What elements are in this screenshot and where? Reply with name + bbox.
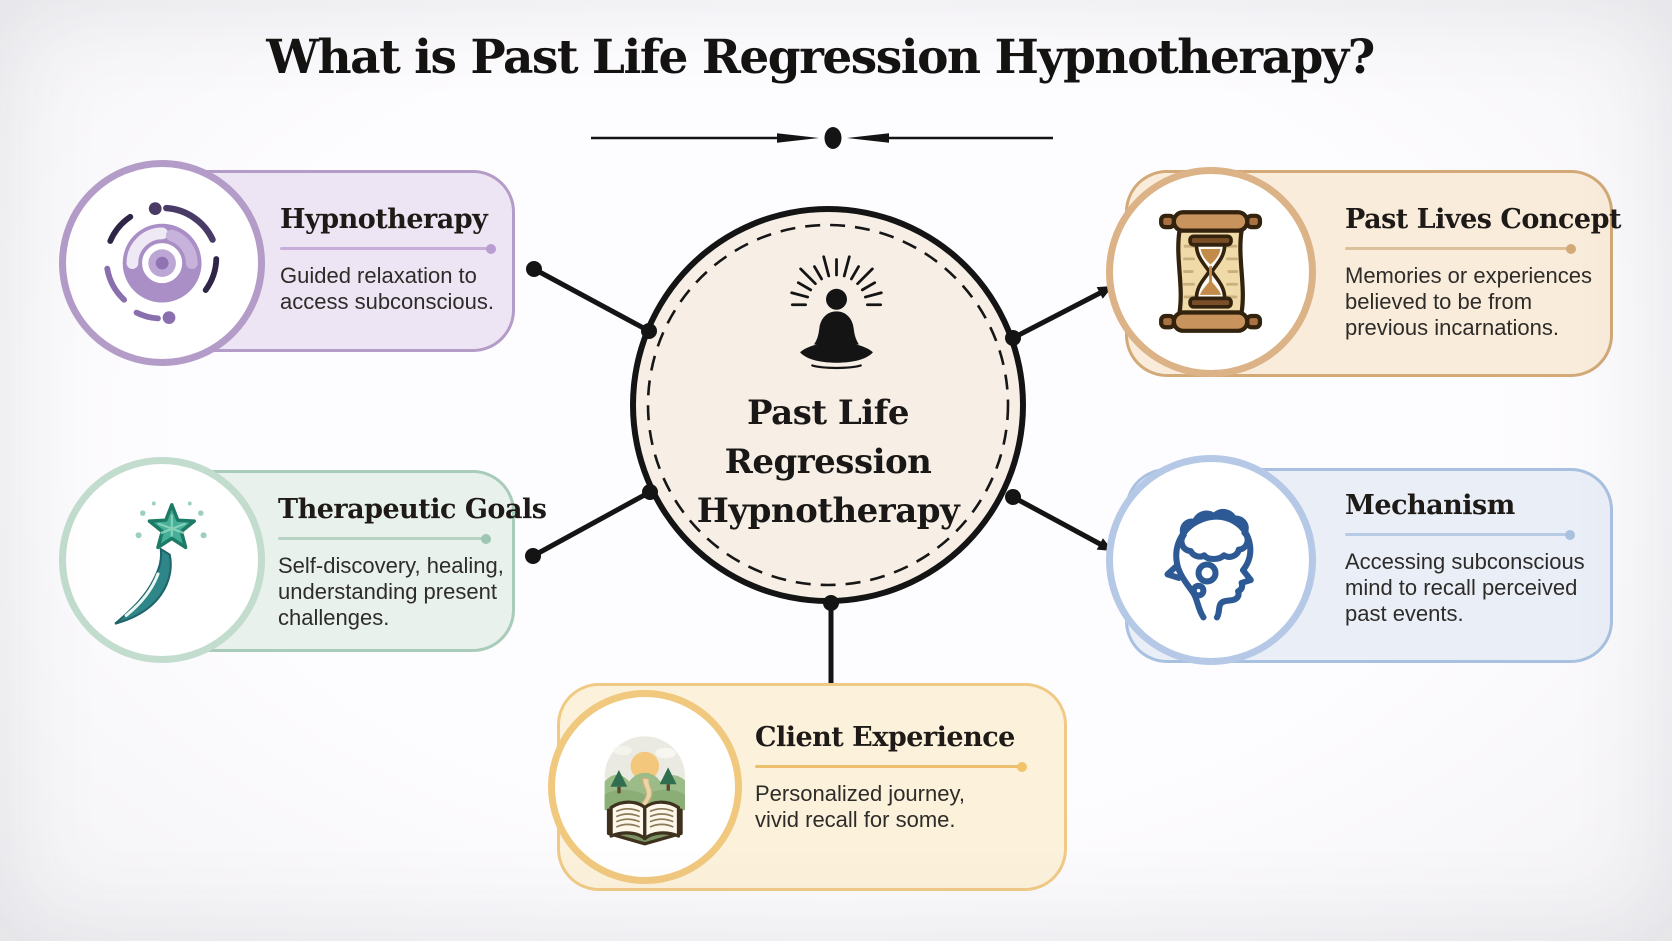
card-title-underline: [1345, 243, 1576, 254]
card-title: Therapeutic Goals: [278, 494, 547, 525]
card-title: Mechanism: [1345, 490, 1515, 521]
meditating-person-icon: [790, 255, 883, 370]
card-title: Past Lives Concept: [1345, 204, 1621, 235]
card-body: Personalized journey, vivid recall for s…: [755, 781, 965, 832]
card-mechanism-icon-circle: [1106, 455, 1316, 665]
card-body: Guided relaxation to access subconscious…: [280, 263, 494, 314]
card-title-underline: [280, 243, 496, 254]
underline-dot: [1017, 761, 1027, 772]
inner-dashed-ring: [646, 223, 1010, 587]
center-title-line-2: Regression: [724, 442, 932, 482]
card-past-lives-icon-circle: [1106, 167, 1316, 377]
center-node: Past Life Regression Hypnotherapy: [630, 206, 1026, 604]
underline-dot: [1565, 529, 1575, 540]
card-title-underline: [755, 761, 1027, 772]
card-client-experience-icon-circle: [548, 690, 742, 884]
card-title: Hypnotherapy: [280, 204, 488, 235]
card-body: Accessing subconscious mind to recall pe…: [1345, 549, 1585, 626]
page-title: What is Past Life Regression Hypnotherap…: [266, 30, 1375, 85]
center-title-line-1: Past Life: [747, 393, 909, 433]
underline-dot: [1566, 243, 1576, 254]
center-title: Past Life Regression Hypnotherapy: [636, 389, 1020, 536]
card-body: Memories or experiences believed to be f…: [1345, 263, 1592, 340]
title-divider-ornament: [591, 127, 1053, 149]
card-body: Self-discovery, healing, understanding p…: [278, 553, 504, 630]
scroll-hourglass-icon: [1159, 210, 1263, 334]
card-hypnotherapy-icon-circle: [59, 160, 265, 366]
card-title: Client Experience: [755, 722, 1015, 753]
head-mind-icon: [1164, 509, 1255, 621]
card-title-underline: [1345, 529, 1575, 540]
star-path-icon: [114, 501, 207, 625]
hypnosis-spiral-icon: [104, 202, 220, 324]
underline-dot: [486, 243, 496, 254]
underline-dot: [481, 533, 491, 544]
card-title-underline: [278, 533, 491, 544]
card-therapeutic-goals-icon-circle: [59, 457, 265, 663]
book-journey-icon: [604, 736, 686, 846]
center-title-line-3: Hypnotherapy: [696, 491, 960, 531]
